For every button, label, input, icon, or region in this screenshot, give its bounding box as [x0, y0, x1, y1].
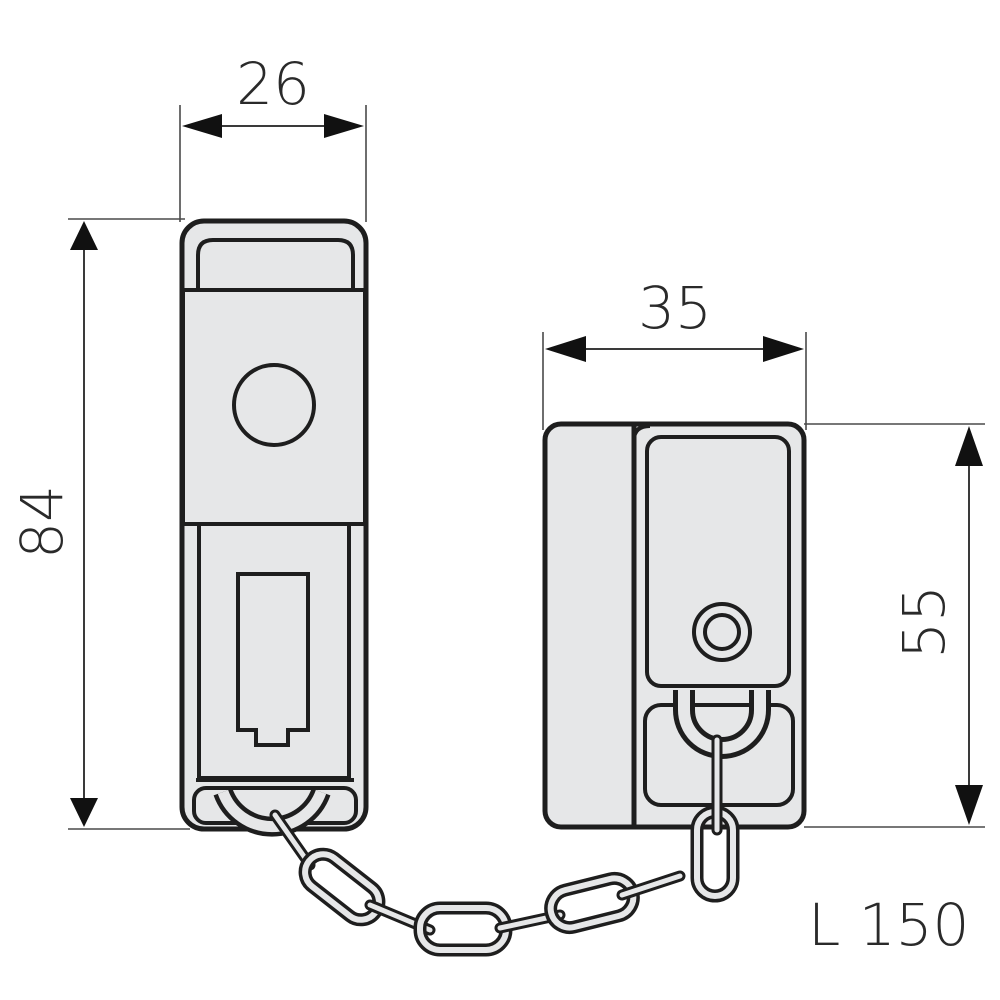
arrow-down-icon — [70, 798, 98, 827]
slot-icon — [236, 572, 310, 747]
chain-catch-part — [542, 421, 807, 830]
screw-hole-icon — [232, 363, 316, 447]
dimension-label-35: 35 — [638, 274, 712, 342]
chain — [269, 734, 740, 957]
arrow-left-icon — [182, 114, 222, 138]
arrow-right-icon — [763, 336, 804, 362]
chain-slide-part — [179, 218, 369, 837]
arrow-up-icon — [955, 426, 983, 466]
dimension-26-width: 26 — [182, 50, 364, 138]
dimension-35-width: 35 — [545, 274, 804, 362]
dimension-55-height: 55 — [890, 426, 983, 825]
arrow-right-icon — [324, 114, 364, 138]
arrow-down-icon — [955, 785, 983, 825]
dimension-84-height: 84 — [8, 221, 98, 827]
dimension-label-26: 26 — [236, 50, 310, 118]
chain-length-label: L 150 — [808, 891, 969, 959]
dimension-label-84: 84 — [8, 485, 76, 559]
dimension-label-55: 55 — [890, 585, 958, 659]
arrow-left-icon — [545, 336, 586, 362]
extension-lines — [68, 105, 985, 830]
arrow-up-icon — [70, 221, 98, 250]
